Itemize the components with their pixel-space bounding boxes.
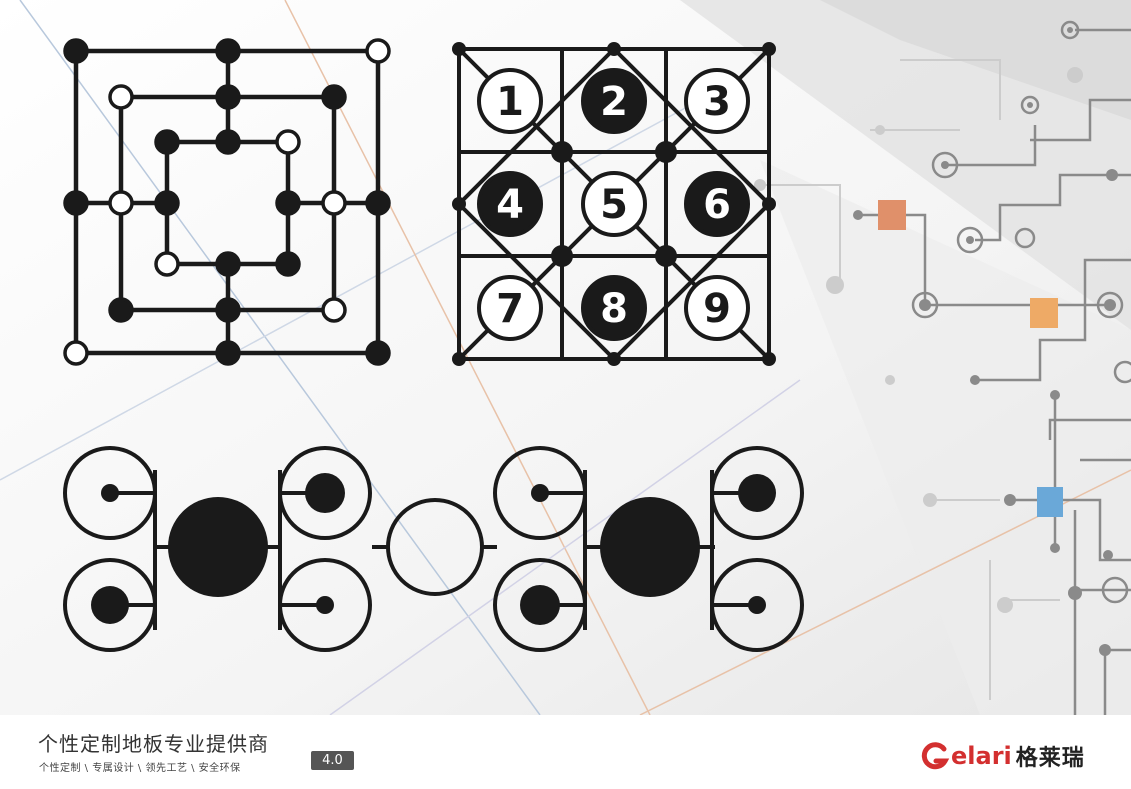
brand-chinese-name: 格莱瑞 [1015,746,1085,771]
accent-square-orange [878,200,906,230]
artwork-canvas: 1 2 3 4 5 6 7 8 9 [0,0,1131,715]
grid-cell-label: 2 [600,79,628,125]
grid-cell-7 [477,275,543,341]
brand-g-icon [921,742,950,770]
footer-subline: 个性定制 \ 专属设计 \ 领先工艺 \ 安全环保 [39,763,241,774]
morris-points [63,38,391,366]
grid-cell-label: 7 [496,286,524,332]
grid-cell-label: 8 [600,286,628,332]
background-facet [680,0,1131,330]
circuit-decoration [855,28,1131,715]
grid-cell-label: 9 [703,286,731,332]
circuit-decoration-light [760,59,1060,700]
grid-cell-4 [477,171,543,237]
circuit-nodes [853,20,1131,656]
grid-cell-label: 1 [496,79,524,125]
grid-cell-1 [477,68,543,134]
grid-cell-label: 5 [600,182,628,228]
grid-cell-label: 3 [703,79,731,125]
brand-logo: elari 格莱瑞 [920,738,1085,774]
number-grid-junctions [452,42,776,366]
grid-cell-9 [684,275,750,341]
number-grid-cells: 1 2 3 4 5 6 7 8 9 [477,68,750,341]
decorative-lines [0,0,1131,715]
accent-square-amber [1030,298,1058,328]
grid-cell-3 [684,68,750,134]
grid-cell-6 [684,171,750,237]
grid-cell-label: 4 [496,182,524,228]
footer-tagline: 个性定制地板专业提供商 [38,732,269,756]
footer-bar [0,715,1131,789]
brand-latin-name: elari [951,742,1012,770]
grid-cell-2 [581,68,647,134]
ornament-fills [91,473,776,625]
circuit-nodes-light [754,67,1083,613]
grid-cell-label: 6 [703,182,731,228]
ornament-row [63,446,804,652]
version-badge: 4.0 [311,751,354,770]
accent-square-blue [1037,487,1063,517]
grid-cell-8 [581,275,647,341]
grid-cell-5 [581,171,647,237]
